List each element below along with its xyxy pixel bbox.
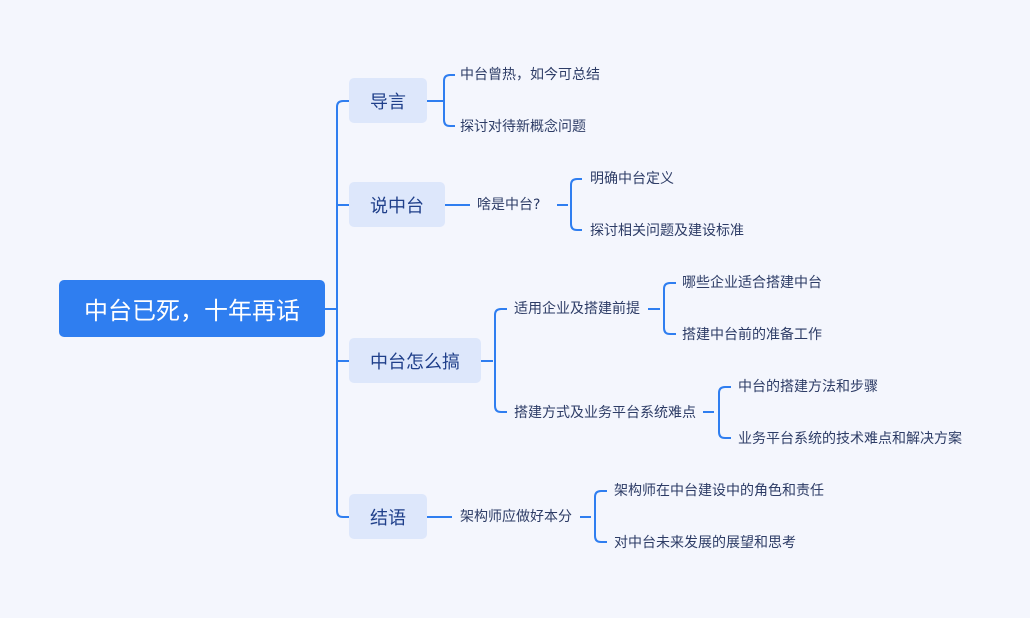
leaf-node[interactable]: 搭建中台前的准备工作 xyxy=(682,327,822,343)
branch-node-intro[interactable]: 导言 xyxy=(349,78,427,123)
branch-3-bracket xyxy=(494,308,507,413)
leaf-node[interactable]: 探讨对待新概念问题 xyxy=(460,119,586,135)
sub-3a-bracket xyxy=(663,282,676,335)
leaf-node[interactable]: 架构师在中台建设中的角色和责任 xyxy=(614,483,824,499)
branch-node-what[interactable]: 说中台 xyxy=(349,182,445,227)
leaf-node[interactable]: 哪些企业适合搭建中台 xyxy=(682,275,822,291)
branch-label: 导言 xyxy=(370,91,406,113)
sub-node[interactable]: 架构师应做好本分 xyxy=(460,509,572,525)
branch-label: 说中台 xyxy=(370,195,424,217)
branch-node-conclusion[interactable]: 结语 xyxy=(349,494,427,539)
leaf-node[interactable]: 中台的搭建方法和步骤 xyxy=(738,379,878,395)
root-title: 中台已死，十年再话 xyxy=(84,297,300,325)
branch-label: 结语 xyxy=(370,507,406,529)
leaf-node[interactable]: 探讨相关问题及建设标准 xyxy=(590,223,744,239)
branch-label: 中台怎么搞 xyxy=(370,351,460,373)
sub-node[interactable]: 搭建方式及业务平台系统难点 xyxy=(514,405,696,421)
sub-node[interactable]: 适用企业及搭建前提 xyxy=(514,301,640,317)
leaf-node[interactable]: 明确中台定义 xyxy=(590,171,674,187)
branch-1-bracket xyxy=(443,74,455,127)
branch-node-how[interactable]: 中台怎么搞 xyxy=(349,338,481,383)
leaf-node[interactable]: 对中台未来发展的展望和思考 xyxy=(614,535,796,551)
sub-3b-bracket xyxy=(718,386,731,439)
leaf-node[interactable]: 业务平台系统的技术难点和解决方案 xyxy=(738,431,962,447)
main-trunk xyxy=(336,100,349,518)
root-node[interactable]: 中台已死，十年再话 xyxy=(59,280,325,337)
leaf-node[interactable]: 中台曾热，如今可总结 xyxy=(460,67,600,83)
sub-node[interactable]: 啥是中台? xyxy=(477,197,541,213)
sub-2-bracket xyxy=(570,178,582,231)
sub-4-bracket xyxy=(594,490,607,543)
